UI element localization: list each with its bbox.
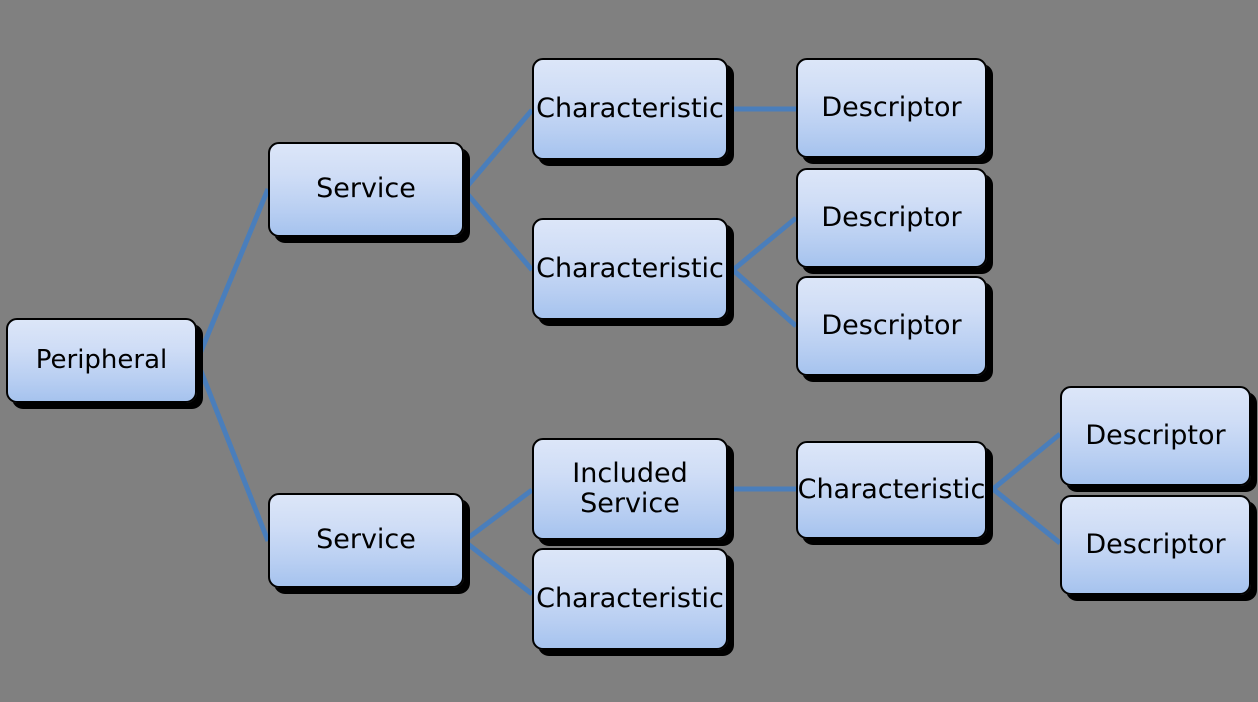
connector-characteristic-4-to-descriptor-4 <box>991 432 1062 491</box>
connector-service-1-to-characteristic-1 <box>462 108 534 192</box>
node-descriptor-2[interactable]: Descriptor <box>796 168 987 268</box>
node-characteristic-2[interactable]: Characteristic <box>532 218 728 320</box>
connector-service-2-to-included-service <box>462 488 534 543</box>
node-label-descriptor-4: Descriptor <box>1085 419 1226 451</box>
connector-characteristic-4-to-descriptor-5 <box>991 487 1062 545</box>
node-peripheral[interactable]: Peripheral <box>6 318 197 403</box>
node-label-included-service: Included Service <box>572 457 688 519</box>
node-descriptor-1[interactable]: Descriptor <box>796 58 987 158</box>
node-label-service-2: Service <box>316 524 416 556</box>
node-label-peripheral: Peripheral <box>35 344 168 375</box>
node-descriptor-5[interactable]: Descriptor <box>1060 495 1251 595</box>
node-included-service[interactable]: Included Service <box>532 438 728 540</box>
connector-peripheral-to-service-2 <box>194 360 271 542</box>
connector-peripheral-to-service-1 <box>194 188 271 362</box>
node-service-2[interactable]: Service <box>268 493 464 588</box>
connector-service-2-to-characteristic-3 <box>462 539 534 596</box>
node-label-characteristic-2: Characteristic <box>536 252 724 284</box>
node-label-descriptor-1: Descriptor <box>821 91 962 123</box>
node-label-descriptor-3: Descriptor <box>821 309 962 341</box>
connector-characteristic-2-to-descriptor-3 <box>731 268 798 328</box>
node-label-descriptor-2: Descriptor <box>821 201 962 233</box>
connector-characteristic-2-to-descriptor-2 <box>731 216 798 272</box>
connector-service-1-to-characteristic-2 <box>462 188 534 272</box>
node-characteristic-1[interactable]: Characteristic <box>532 58 728 160</box>
node-label-service-1: Service <box>316 173 416 205</box>
node-characteristic-4[interactable]: Characteristic <box>796 441 987 539</box>
node-label-characteristic-3: Characteristic <box>536 582 724 614</box>
node-label-characteristic-4: Characteristic <box>797 473 986 505</box>
node-descriptor-3[interactable]: Descriptor <box>796 276 987 376</box>
node-descriptor-4[interactable]: Descriptor <box>1060 386 1251 486</box>
node-service-1[interactable]: Service <box>268 142 464 237</box>
node-label-characteristic-1: Characteristic <box>536 92 724 124</box>
node-label-descriptor-5: Descriptor <box>1085 528 1226 560</box>
node-characteristic-3[interactable]: Characteristic <box>532 548 728 650</box>
